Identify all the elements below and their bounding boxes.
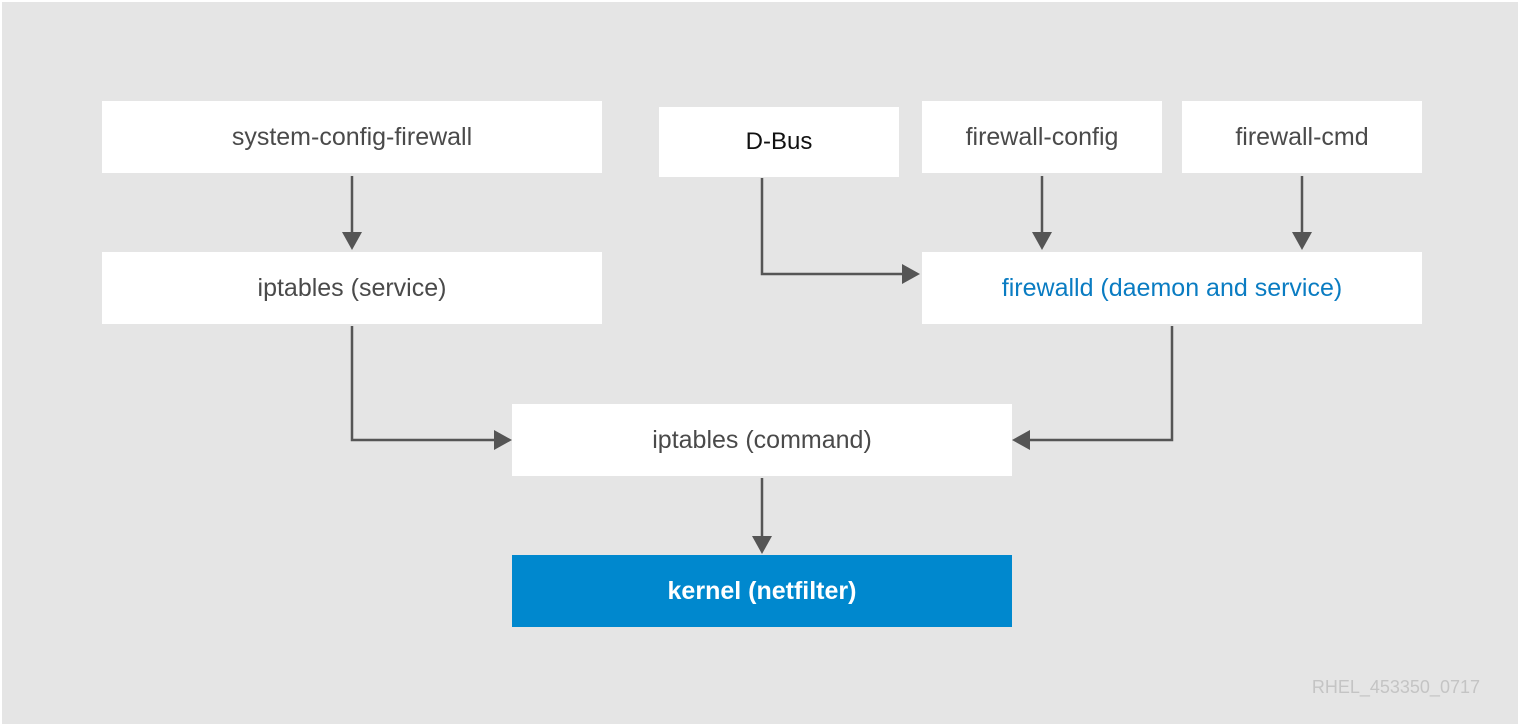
figure-id-label: RHEL_453350_0717 [1311, 677, 1480, 697]
arrowhead-iptables-command-right [1012, 430, 1030, 450]
edge-firewalld-to-iptables-command [1030, 326, 1174, 442]
edge-iptables-service-to-iptables-command [350, 326, 494, 442]
node-iptables-command: iptables (command) [512, 404, 1012, 476]
node-firewalld: firewalld (daemon and service) [922, 252, 1422, 324]
arrowhead-firewalld-from-dbus [902, 264, 920, 284]
arrowhead-iptables-command-left [494, 430, 512, 450]
node-system-config-firewall: system-config-firewall [102, 101, 602, 173]
node-iptables-service: iptables (service) [102, 252, 602, 324]
arrowhead-kernel [752, 536, 772, 554]
arrowhead-firewalld-from-firewall-config [1032, 232, 1052, 250]
arrowhead-iptables-service [342, 232, 362, 250]
edge-dbus-to-firewalld [760, 178, 902, 276]
node-kernel: kernel (netfilter) [512, 555, 1012, 627]
node-dbus: D-Bus [659, 107, 899, 177]
node-firewall-config: firewall-config [922, 101, 1162, 173]
arrowhead-firewalld-from-firewall-cmd [1292, 232, 1312, 250]
node-firewall-cmd: firewall-cmd [1182, 101, 1422, 173]
